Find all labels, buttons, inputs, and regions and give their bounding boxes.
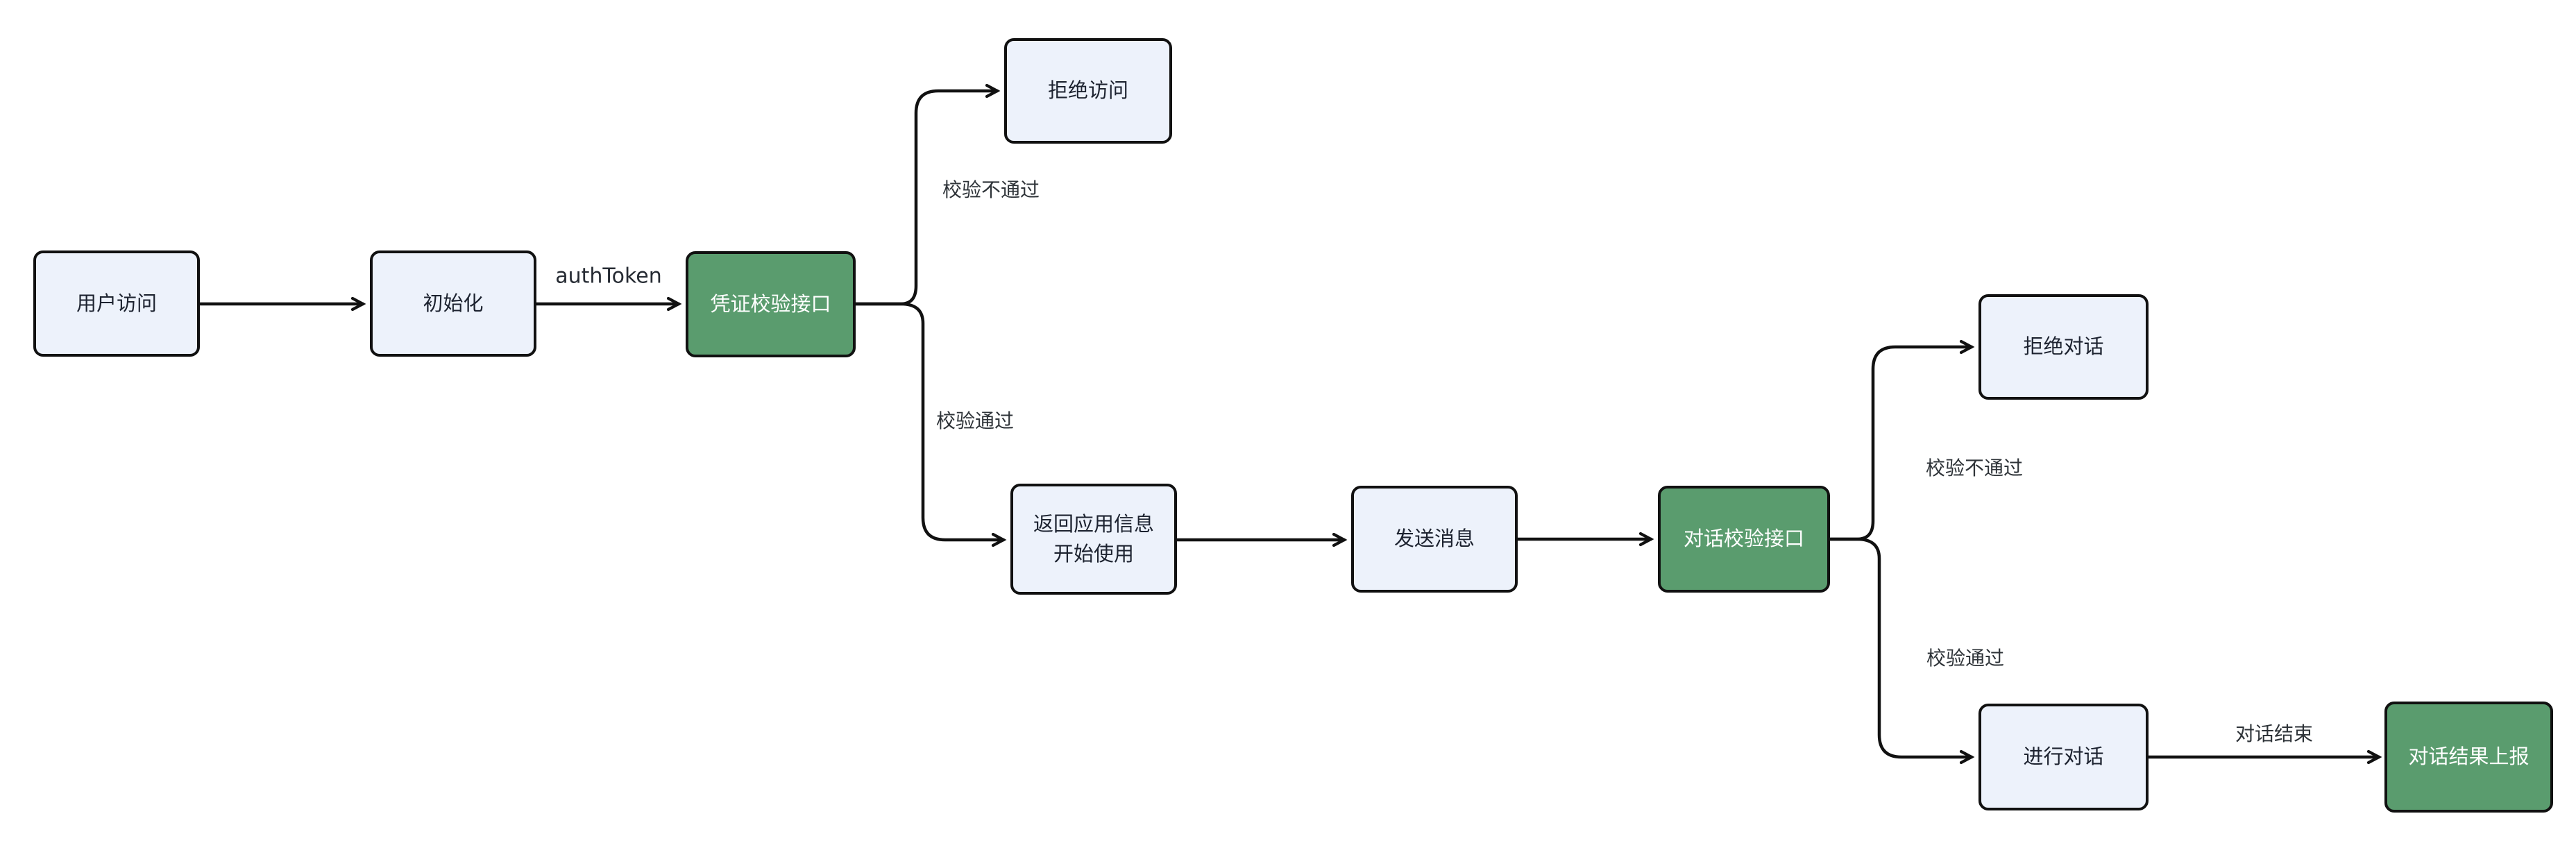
node-label: 进行对话	[2023, 745, 2104, 769]
node-label: 初始化	[423, 291, 484, 315]
node-credential-verify-api: 凭证校验接口	[686, 251, 856, 357]
node-label: 发送消息	[1393, 527, 1475, 551]
edge-label-dialog-end: 对话结束	[2235, 722, 2314, 745]
edge-dialog-verify-api-to-proceed-dialog	[1828, 537, 1975, 765]
node-deny-access: 拒绝访问	[1004, 38, 1172, 144]
node-proceed-dialog: 进行对话	[1978, 704, 2149, 810]
edge-label-verify-pass-1: 校验通过	[935, 409, 1015, 432]
node-return-app-info: 返回应用信息 开始使用	[1010, 484, 1177, 595]
node-label: 用户访问	[76, 291, 157, 315]
node-label: 对话结果上报	[2408, 745, 2530, 769]
edge-credential-verify-api-to-return-app-info	[854, 302, 1007, 547]
edge-dialog-verify-api-to-deny-dialog	[1828, 339, 1975, 541]
node-label: 拒绝对话	[2023, 334, 2104, 359]
node-label: 拒绝访问	[1047, 78, 1128, 103]
node-label: 返回应用信息 开始使用	[1033, 511, 1154, 566]
node-dialog-verify-api: 对话校验接口	[1658, 486, 1830, 593]
edge-label-verify-fail-1: 校验不通过	[942, 178, 1040, 201]
edge-label-verify-fail-2: 校验不通过	[1925, 457, 2024, 479]
node-send-message: 发送消息	[1351, 486, 1518, 593]
node-label: 对话校验接口	[1683, 527, 1804, 551]
node-label: 凭证校验接口	[710, 291, 831, 316]
edge-label-authtoken: authToken	[555, 264, 662, 289]
node-user-access: 用户访问	[33, 250, 200, 357]
node-init: 初始化	[370, 250, 536, 357]
node-deny-dialog: 拒绝对话	[1978, 294, 2149, 400]
edge-label-verify-pass-2: 校验通过	[1926, 647, 2005, 670]
node-report-dialog-result: 对话结果上报	[2384, 702, 2553, 813]
